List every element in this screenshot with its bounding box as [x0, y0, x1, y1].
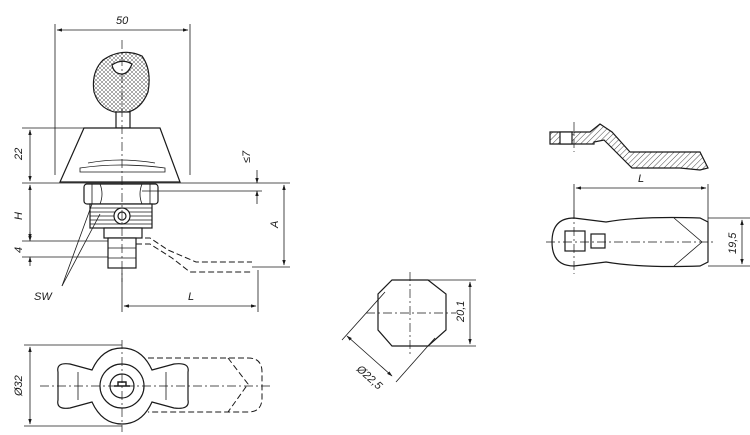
dimension-dia22-5: Ø22,5 [346, 335, 393, 393]
dimension-le7: ≤7 [241, 150, 259, 204]
dimension-h: H [13, 184, 32, 240]
sw-leader: SW [34, 203, 101, 303]
dimension-le7-label: ≤7 [241, 150, 253, 163]
cam-top-dashed [148, 357, 263, 413]
dimension-a: A [269, 184, 286, 266]
dimension-50: 50 [56, 15, 189, 32]
dimension-dia32-label: Ø32 [13, 375, 25, 397]
dimension-l-main: L [123, 291, 257, 308]
dimension-20-1: 20,1 [455, 281, 472, 345]
key-shank [115, 111, 131, 129]
cam-plan-view [546, 184, 750, 274]
dimension-4-label: 4 [13, 247, 25, 253]
cover [59, 127, 181, 183]
cam-side-view [549, 122, 709, 171]
top-view [24, 340, 270, 432]
flat-section-view [341, 272, 476, 383]
dimension-19-5-label: 19,5 [727, 232, 739, 254]
dimension-dia32: Ø32 [13, 346, 32, 425]
dimension-dia22-5-label: Ø22,5 [353, 363, 385, 393]
sw-label: SW [34, 291, 53, 303]
dimension-50-label: 50 [116, 15, 129, 27]
dimension-l-cam: L [575, 173, 707, 190]
dimension-19-5: 19,5 [727, 219, 744, 265]
cam-plan-outline [551, 216, 709, 268]
dimension-4: 4 [13, 232, 32, 266]
dimension-h-label: H [13, 212, 25, 220]
hex-nut [83, 183, 159, 205]
dimension-l-cam-label: L [638, 173, 644, 185]
cam-outline-dashed [136, 237, 252, 273]
key-head [92, 51, 150, 114]
dimension-20-1-label: 20,1 [455, 301, 467, 323]
dimension-l-main-label: L [188, 291, 194, 303]
cam-side-section [549, 123, 709, 171]
dimension-a-label: A [269, 221, 281, 229]
dimension-22-label: 22 [13, 148, 25, 161]
dimension-22: 22 [13, 129, 32, 182]
front-elevation-view [22, 24, 290, 312]
